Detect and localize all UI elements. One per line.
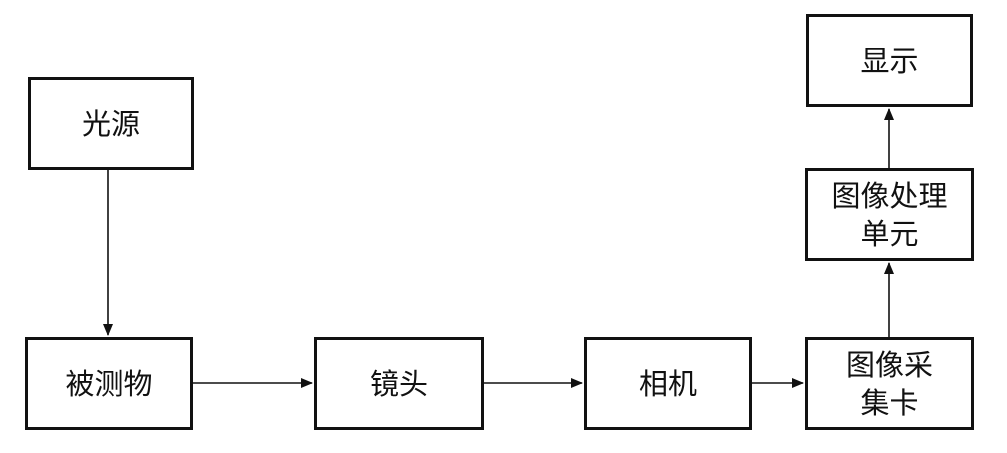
frame-grabber-box: 图像采 集卡 bbox=[805, 337, 974, 430]
lens-box: 镜头 bbox=[314, 337, 484, 430]
measured-object-box: 被测物 bbox=[25, 337, 193, 430]
display-box: 显示 bbox=[806, 14, 973, 107]
light-source-box: 光源 bbox=[28, 77, 194, 170]
camera-box: 相机 bbox=[584, 337, 752, 430]
image-processing-unit-box: 图像处理 单元 bbox=[805, 168, 974, 261]
